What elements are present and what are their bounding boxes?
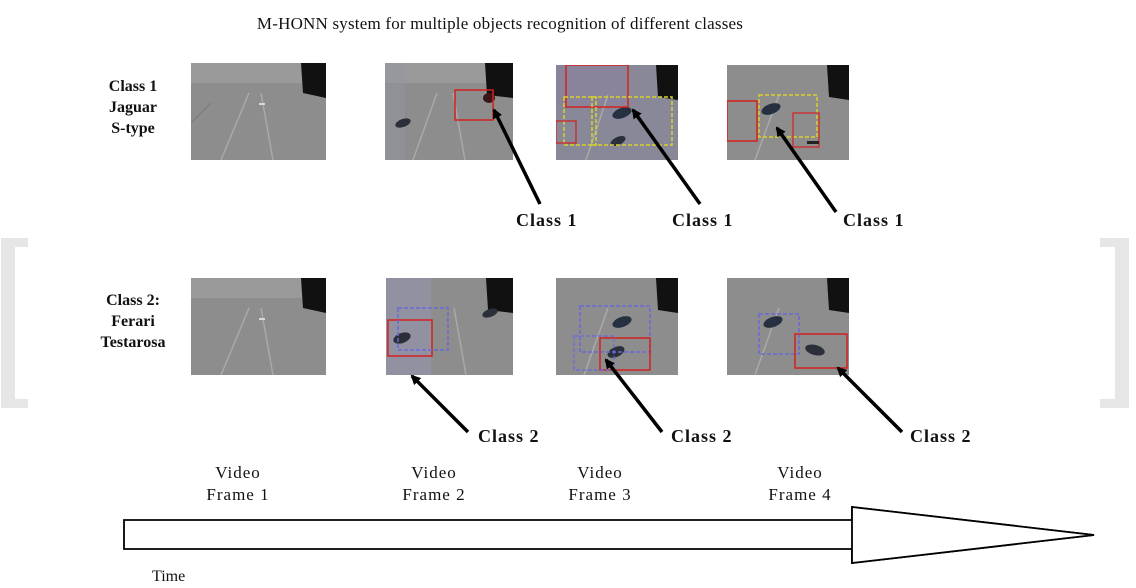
arrow-row2-frame4: [836, 366, 904, 434]
watermark-right-bracket: [1100, 238, 1129, 408]
row2-frame1-image: [191, 278, 326, 375]
callout-row2-frame3: Class 2: [671, 426, 733, 446]
callout-row2-frame2: Class 2: [478, 426, 540, 446]
row1-frame1-image: [191, 63, 326, 160]
arrow-row1-frame2: [492, 108, 542, 205]
callout-row1-frame2: Class 1: [516, 210, 578, 230]
arrow-row2-frame3: [604, 358, 664, 434]
watermark-left-bracket: [1, 238, 28, 408]
arrow-row1-frame3: [631, 108, 702, 206]
diagram-title: M-HONN system for multiple objects recog…: [256, 14, 744, 33]
arrow-row1-frame4: [775, 126, 838, 214]
row2-frame2-image: [386, 278, 513, 375]
arrow-row2-frame2: [410, 374, 470, 434]
callout-row2-frame4: Class 2: [910, 426, 972, 446]
row2-frame4-image: [727, 278, 849, 375]
callout-row1-frame4: Class 1: [843, 210, 905, 230]
row2-frame3-image: [556, 278, 678, 375]
time-label: Time: [152, 568, 186, 585]
row1-frame2-image: [385, 63, 513, 160]
callout-row1-frame3: Class 1: [672, 210, 734, 230]
